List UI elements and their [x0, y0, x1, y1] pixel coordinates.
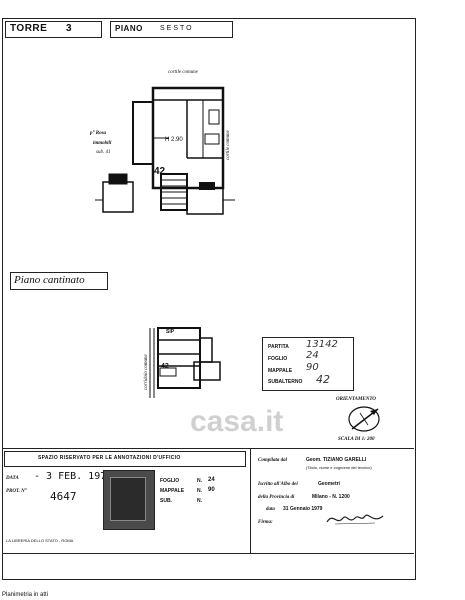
- casa-watermark: casa.it: [190, 405, 284, 438]
- mappale-value: 90: [306, 362, 319, 373]
- partita-label: PARTITA: [268, 344, 289, 350]
- orientamento-label: ORIENTAMENTO: [336, 397, 376, 402]
- signature: [326, 514, 384, 525]
- piano-label: PIANO: [115, 24, 143, 33]
- firma-label: Firma:: [258, 520, 273, 525]
- piano-box: [110, 21, 233, 38]
- provincia-value: Milano - N. 1200: [312, 494, 350, 500]
- footer-mappale-value: 90: [208, 487, 215, 493]
- cantinato-sip-label: SIP: [166, 329, 175, 335]
- footer-sub-label: SUB.: [160, 498, 172, 504]
- compass-rose: [348, 406, 380, 432]
- cantinato-unit-number: 42: [161, 363, 169, 370]
- floorplan-unit-number: 42: [154, 166, 166, 177]
- scale-label: SCALA DI 1: 200: [338, 437, 375, 442]
- footer-sub-n: N.: [197, 498, 202, 504]
- foglio-value: 24: [306, 350, 319, 361]
- cantinato-drawing: [149, 327, 221, 398]
- footer-prot-label: PROT. N°: [6, 489, 27, 494]
- prop-left-label-1: p° Rosa: [90, 131, 107, 136]
- spazio-header-box: [4, 451, 246, 467]
- torre-value: 3: [66, 23, 73, 34]
- footer-printer: LA LIBRERIA DELLO STATO - ROMA: [6, 538, 74, 543]
- iscritto-label: Iscritto all'Albo dei: [258, 482, 298, 487]
- footer-data-value: - 3 FEB. 1979: [34, 471, 113, 482]
- subalterno-value: 42: [316, 373, 330, 386]
- compilata-label: Compilata dal: [258, 458, 288, 463]
- piano-value: SESTO: [160, 25, 194, 32]
- footer-data-label: DATA: [6, 476, 19, 481]
- partita-value: 13142: [306, 339, 338, 350]
- subalterno-label: SUBALTERNO: [268, 379, 303, 385]
- footer-bottom-line: [2, 553, 414, 554]
- footer-foglio-label: FOGLIO: [160, 478, 180, 484]
- foglio-label: FOGLIO: [268, 356, 288, 362]
- catasto-box: [262, 337, 354, 391]
- prop-left-label-2: immobili: [93, 141, 112, 146]
- footer-mappale-n: N.: [197, 488, 202, 494]
- footer-mid-line: [250, 448, 251, 553]
- revenue-stamp-inner: [110, 477, 146, 521]
- provincia-label: della Provincia di: [258, 495, 295, 500]
- data2-value: 31 Gennaio 1979: [283, 506, 323, 512]
- mappale-label: MAPPALE: [268, 368, 293, 374]
- footer-foglio-value: 24: [208, 477, 215, 483]
- cantinato-title: Piano cantinato: [14, 274, 85, 286]
- data2-label: data: [266, 507, 275, 512]
- cantinato-title-box: [10, 272, 108, 290]
- footer-foglio-n: N.: [197, 478, 202, 484]
- footer-top-line: [2, 448, 414, 449]
- floorplan-drawing: [95, 86, 235, 215]
- footer-prot-value: 4647: [50, 490, 77, 503]
- footer-mappale-label: MAPPALE: [160, 488, 185, 494]
- cortile-right-label: cortile comune: [226, 130, 231, 160]
- spazio-label: SPAZIO RISERVATO PER LE ANNOTAZIONI D'UF…: [38, 455, 181, 461]
- iscritto-value: Geometri: [318, 481, 340, 487]
- room-height-label: H 2.90: [165, 137, 183, 143]
- cortile-top-label: cortile comune: [168, 70, 198, 75]
- prop-left-label-3: sub. 41: [96, 150, 111, 155]
- compilata-value: Geom. TIZIANO GARELLI: [306, 457, 367, 463]
- cantinato-side-label: corridoio comune: [144, 354, 149, 390]
- bottom-caption: Planimetria in atti: [2, 592, 49, 598]
- compilata-sub: (Titolo, nome e cognome del tecnico): [306, 465, 372, 470]
- torre-label: TORRE: [10, 23, 48, 34]
- document-frame: [2, 18, 416, 580]
- torre-box: [5, 21, 102, 38]
